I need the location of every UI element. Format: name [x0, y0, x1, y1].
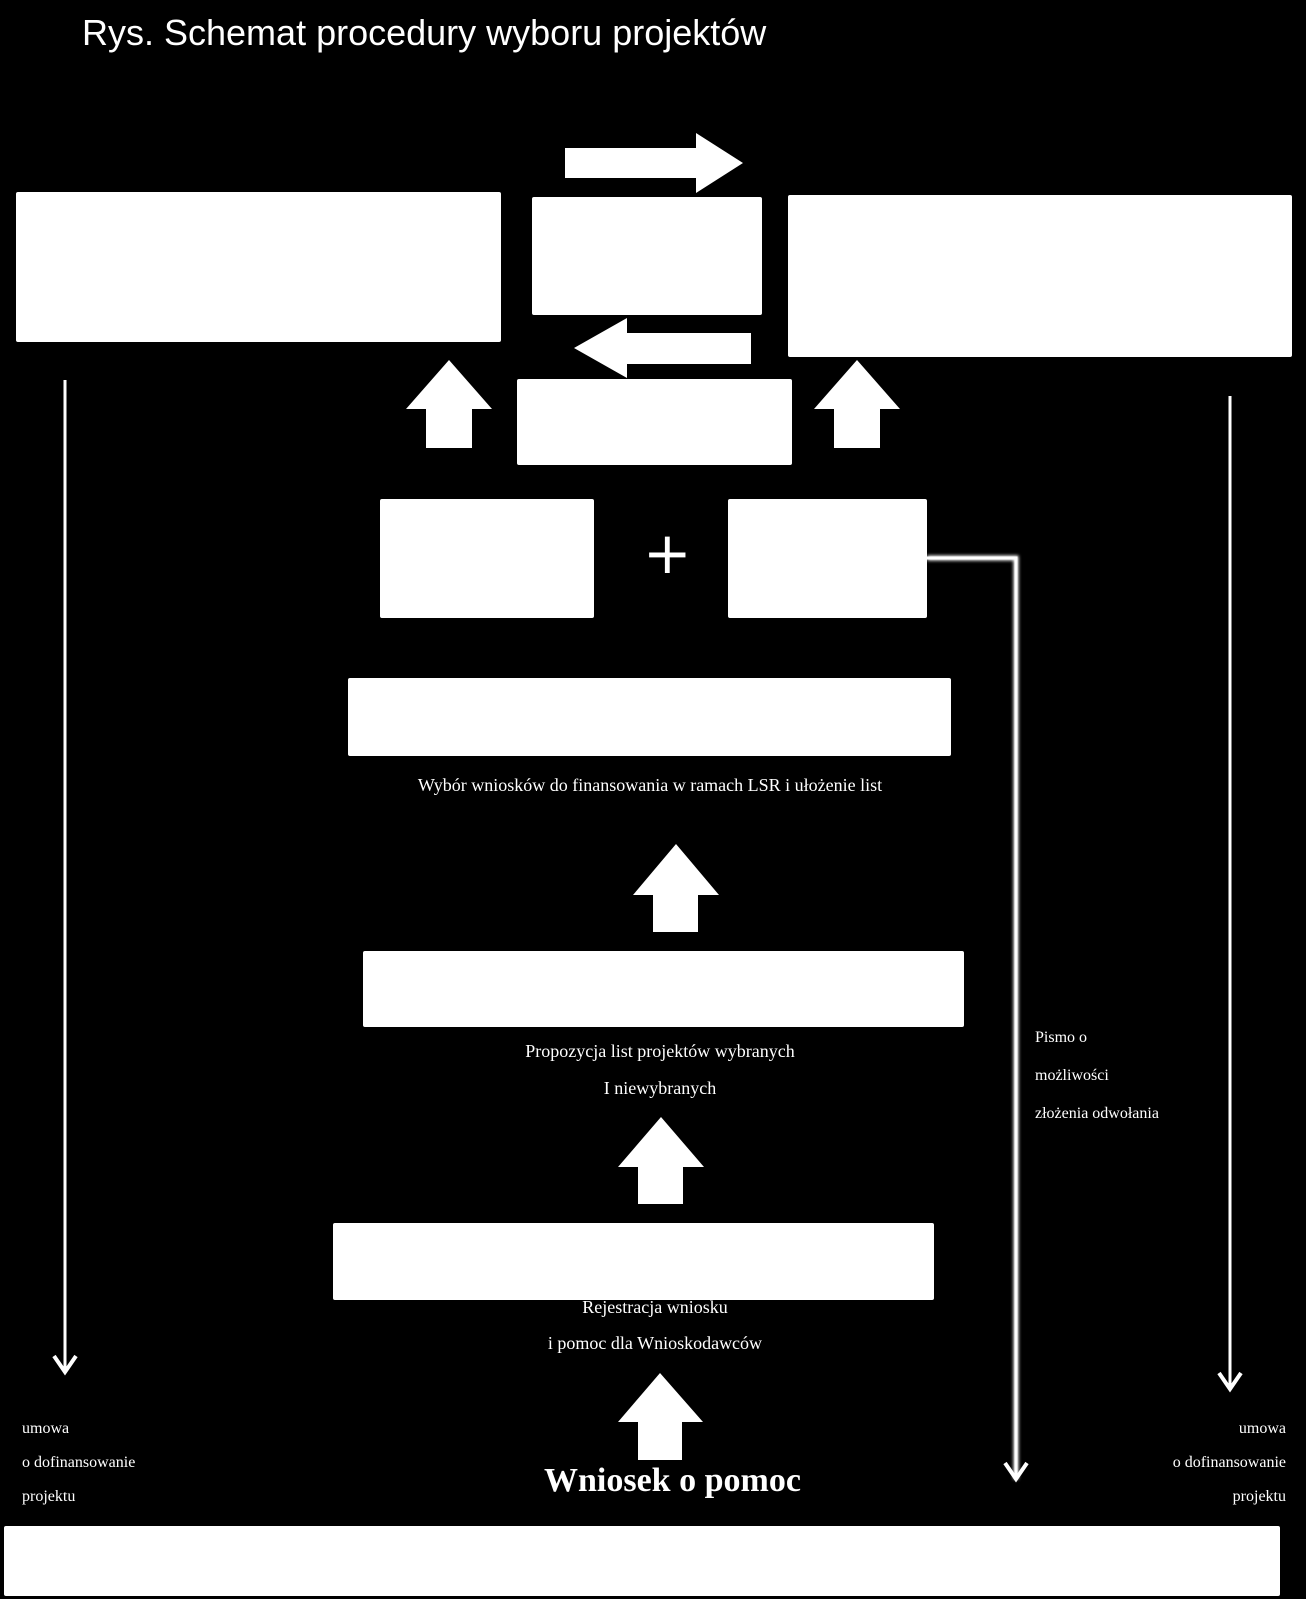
- arrow-down-right-icon: [1217, 396, 1243, 1393]
- contract-left-line: projektu: [22, 1488, 76, 1505]
- arrow-down-left-icon: [52, 380, 78, 1376]
- arrow-up-icon: [406, 360, 492, 448]
- arrow-up-icon: [633, 844, 719, 932]
- arrow-up-icon: [618, 1373, 703, 1460]
- contract-left: umowa o dofinansowanie projektu: [22, 1412, 135, 1514]
- registration-box: [333, 1223, 934, 1300]
- arrow-up-icon: [814, 360, 900, 448]
- arrow-up-icon: [618, 1117, 704, 1204]
- selection-box: [348, 678, 951, 756]
- contract-right: umowa o dofinansowanie projektu: [1100, 1412, 1286, 1514]
- proposal-box: [363, 951, 964, 1027]
- appeal-note-line: złożenia odwołania: [1035, 1105, 1159, 1122]
- top-center-box: [532, 197, 762, 315]
- proposal-label-line1: Propozycja list projektów wybranych: [525, 1041, 795, 1061]
- contract-right-line: o dofinansowanie: [1172, 1454, 1286, 1471]
- appeal-note: Pismo o możliwości złożenia odwołania: [1035, 1019, 1159, 1133]
- arrow-right-icon: [565, 133, 743, 193]
- diagram-title: Rys. Schemat procedury wyboru projektów: [82, 12, 767, 53]
- contract-left-line: umowa: [22, 1420, 70, 1437]
- appeal-note-line: możliwości: [1035, 1067, 1109, 1084]
- registration-label-line2: i pomoc dla Wnioskodawców: [547, 1333, 763, 1353]
- contract-right-line: umowa: [1238, 1420, 1286, 1437]
- contract-right-line: projektu: [1232, 1488, 1286, 1505]
- top-left-box: [16, 192, 501, 342]
- registration-label-line1: Rejestracja wniosku: [582, 1297, 728, 1317]
- contract-left-line: o dofinansowanie: [22, 1454, 136, 1471]
- appeal-note-line: Pismo o: [1035, 1029, 1088, 1046]
- right-square-box: [728, 499, 927, 618]
- arrow-left-icon: [574, 318, 751, 378]
- proposal-label-line2: I niewybranych: [603, 1078, 717, 1098]
- middle-center-box: [517, 379, 792, 465]
- plus-sign: +: [643, 519, 692, 587]
- left-square-box: [380, 499, 594, 618]
- selection-label: Wybór wniosków do finansowania w ramach …: [417, 775, 883, 795]
- appeal-connector-arrow-icon: [927, 555, 1029, 1483]
- top-right-box: [788, 195, 1292, 357]
- bottom-bar: [4, 1526, 1280, 1596]
- application-label: Wniosek o pomoc: [544, 1462, 801, 1499]
